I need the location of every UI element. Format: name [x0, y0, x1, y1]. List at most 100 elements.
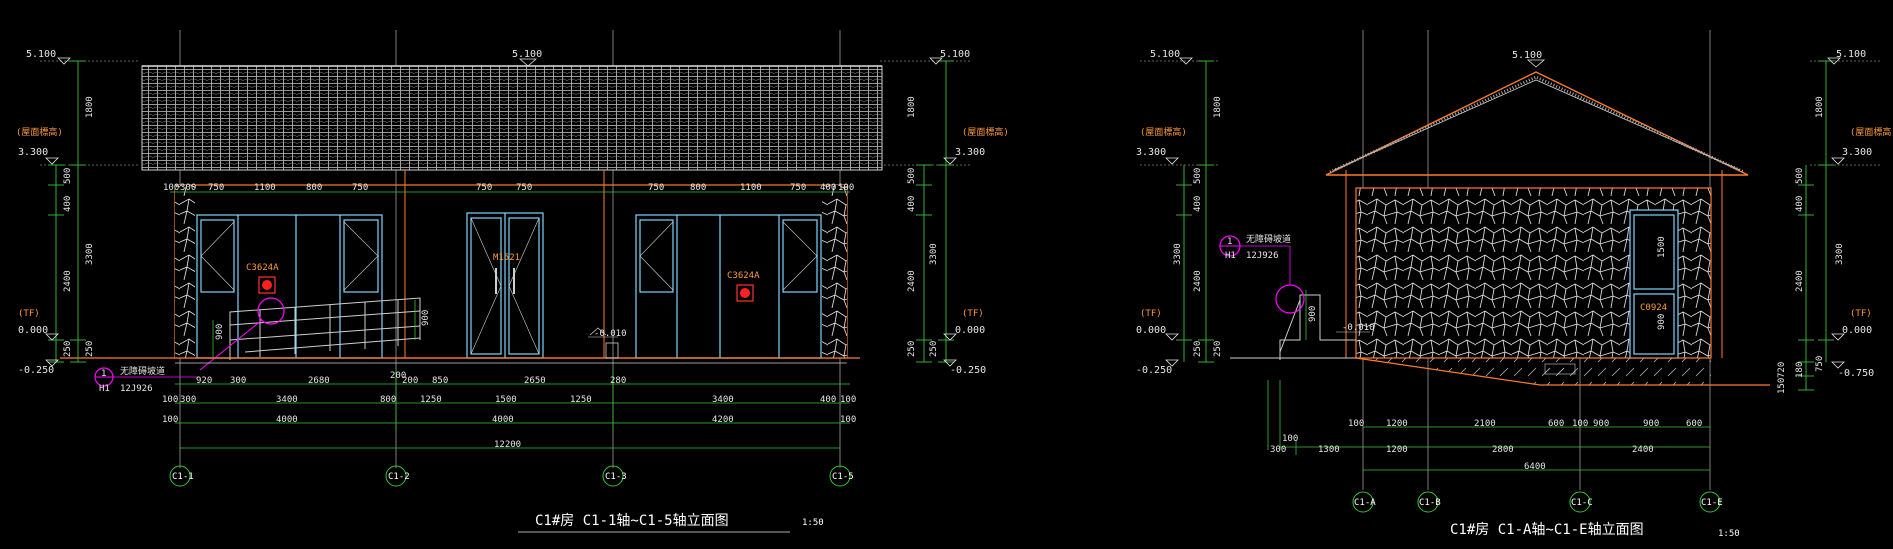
b2-6: 1250 [570, 395, 592, 405]
level-triangle-icon [929, 57, 943, 65]
callout-note-l: 无障碍坡道 [120, 365, 165, 377]
vdim-l-250: 250 [85, 341, 95, 357]
rb1-1: 1200 [1386, 419, 1408, 429]
b2-0: 100 [162, 395, 178, 405]
r-vdim-l-1800: 1800 [1213, 96, 1223, 118]
tdim-2: 750 [208, 183, 224, 193]
callout-code-r: H1 [1225, 251, 1236, 261]
level-triangle-icon [1165, 359, 1179, 367]
r-lvl-l-330: 3.300 [1136, 147, 1166, 158]
right-window-dim-1: 1500 [1657, 236, 1667, 258]
rb2l-2: 1300 [1318, 445, 1340, 455]
rb1-0: 100 [1348, 419, 1364, 429]
right-top-level: 5.100 [1512, 50, 1542, 61]
axis-c1-2: C1-2 [388, 472, 410, 482]
axis-bubbles-right [1352, 491, 1721, 513]
railing-dim-l: 900 [215, 324, 225, 340]
right-railing [1279, 294, 1356, 360]
tdim-12: 400 [820, 183, 836, 193]
axis-c1-c: C1-C [1571, 498, 1593, 508]
b2-5: 1500 [495, 395, 517, 405]
left-top-level: 5.100 [512, 49, 542, 60]
r-vdim-l-400: 400 [1193, 196, 1203, 212]
b1-3: 200 [402, 376, 418, 386]
vdim-l-500: 500 [63, 168, 73, 184]
tdim-8: 750 [648, 183, 664, 193]
axis-c1-5: C1-5 [832, 472, 854, 482]
axis-c1-e: C1-E [1701, 498, 1723, 508]
vdim-r-250: 250 [907, 341, 917, 357]
tdim-4: 800 [306, 183, 322, 193]
r-vdim-l-2400: 2400 [1193, 270, 1203, 292]
r-vdim-r-3300: 3300 [1835, 243, 1845, 265]
r-lvl-r-075: -0.750 [1838, 368, 1874, 379]
tdim-3: 1100 [254, 183, 276, 193]
level-triangle-icon [45, 359, 59, 367]
b2-8: 400 [820, 395, 836, 405]
b1-2: 2680 [308, 376, 330, 386]
axis-c1-b: C1-B [1419, 498, 1441, 508]
b3-0: 100 [162, 415, 178, 425]
right-view-title: C1#房 C1-A轴~C1-E轴立面图 [1450, 522, 1644, 538]
lvl-l-510: 5.100 [26, 49, 56, 60]
tdim-1: 300 [180, 183, 196, 193]
level-triangle-icon [1831, 361, 1845, 369]
level-triangle-icon [1179, 57, 1193, 65]
right-step-level: -0.010 [1342, 323, 1375, 333]
tdim-6: 750 [476, 183, 492, 193]
r-lvl-r-000: 0.000 [1842, 325, 1872, 336]
b1-0: 920 [196, 376, 212, 386]
callout-num-r: 1 [1227, 237, 1232, 247]
level-triangle-icon [45, 157, 59, 165]
tag-marker-icon [736, 284, 754, 302]
r-lvl-l-000: 0.000 [1136, 325, 1166, 336]
r-vdim-l-250: 250 [1213, 341, 1223, 357]
lvl-l-330: 3.300 [18, 147, 48, 158]
right-window-tag: C0924 [1640, 303, 1667, 313]
vdim-r-400: 400 [907, 196, 917, 212]
tdim-9: 800 [690, 183, 706, 193]
left-view-title: C1#房 C1-1轴~C1-5轴立面图 [535, 513, 729, 529]
rb1-2: 2100 [1474, 419, 1496, 429]
left-ramp-railing [229, 297, 421, 360]
axis-bubbles-left [169, 465, 851, 487]
left-total: 12200 [494, 440, 521, 450]
callout-code-l: H1 [99, 384, 110, 394]
b3-4: 100 [840, 415, 856, 425]
vdim-r-2400: 2400 [907, 270, 917, 292]
b2-2: 3400 [276, 395, 298, 405]
lvl-l-000: 0.000 [18, 325, 48, 336]
callout-ref-r: 12J926 [1246, 251, 1279, 261]
level-triangle-icon [57, 57, 71, 65]
rb2-1: 2800 [1492, 445, 1514, 455]
right-window-dim-2: 900 [1657, 314, 1667, 330]
tdim-13: 100 [838, 183, 854, 193]
b3-3: 4200 [712, 415, 734, 425]
left-elevation: C3624A M1521 C3624A -0.010 5.100 [16, 30, 1009, 533]
tdim-7: 750 [516, 183, 532, 193]
r-vdim-r-2400: 2400 [1795, 270, 1805, 292]
lvl-l-tf: (TF) [18, 309, 40, 319]
left-window-c3624a-2 [635, 214, 822, 359]
r-lvl-r-tf: (TF) [1850, 309, 1872, 319]
r-vdim-r-720: 720 [1777, 362, 1787, 378]
level-triangle-icon [1831, 333, 1845, 341]
vdim-l-400: 400 [63, 196, 73, 212]
axis-c1-a: C1-A [1354, 498, 1376, 508]
level-triangle-icon [943, 359, 957, 367]
r-lvl-l-510: 5.100 [1150, 49, 1180, 60]
rb2l-1: 300 [1270, 445, 1286, 455]
r-vdim-r-400: 400 [1795, 196, 1805, 212]
r-lvl-r-510: 5.100 [1836, 49, 1866, 60]
axis-c1-3: C1-3 [605, 472, 627, 482]
level-triangle-icon [1165, 333, 1179, 341]
r-vdim-r-750: 750 [1815, 356, 1825, 372]
left-view-scale: 1:50 [802, 518, 824, 528]
callout-num-l: 1 [101, 369, 106, 379]
vdim-l-250b: 250 [63, 341, 73, 357]
lvl-l-025: -0.250 [18, 365, 54, 376]
level-triangle-icon [1827, 57, 1841, 65]
r-lvl-l-note: (屋面標高) [1140, 126, 1187, 138]
